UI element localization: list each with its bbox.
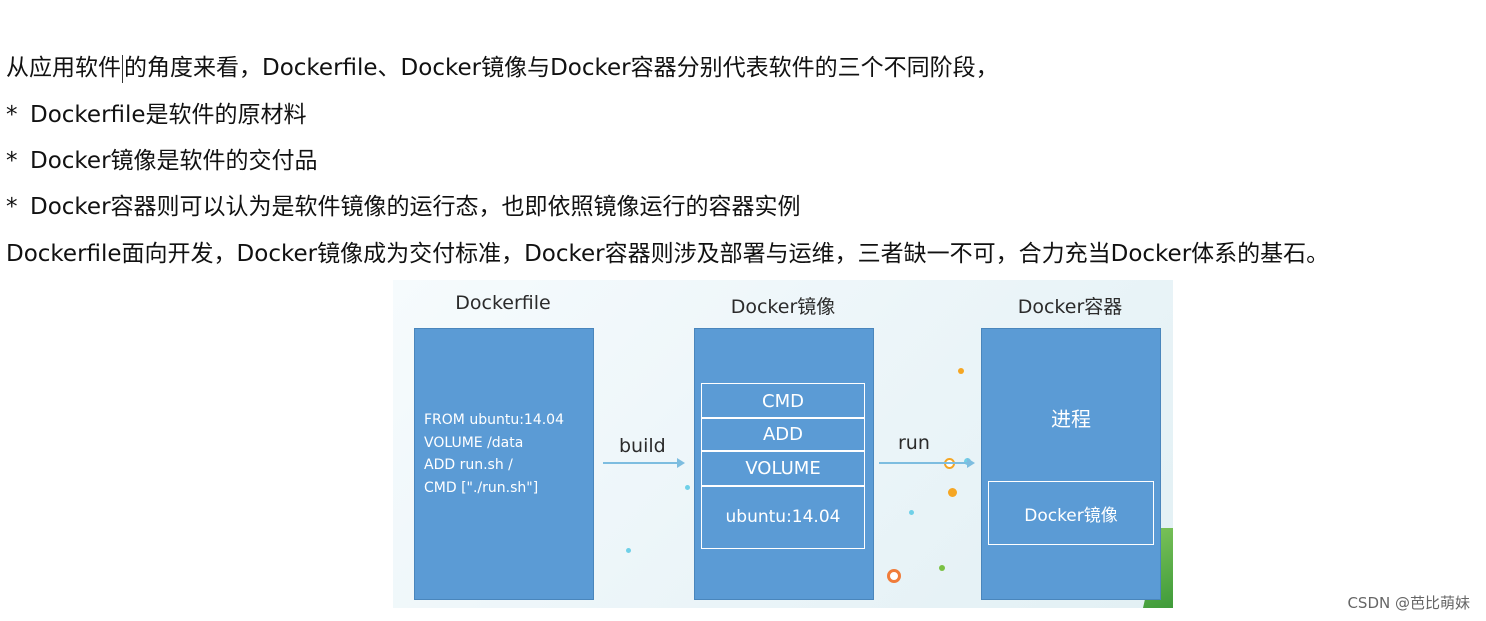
decor-dot [887, 569, 901, 583]
intro-line: 从应用软件的角度来看，Dockerfile、Docker镜像与Docker容器分… [6, 53, 999, 83]
docker-container-panel: 进程 Docker镜像 [981, 328, 1161, 600]
summary-line: Dockerfile面向开发，Docker镜像成为交付标准，Docker容器则涉… [6, 241, 1330, 267]
docker-stages-diagram: Dockerfile Docker镜像 Docker容器 FROM ubuntu… [393, 280, 1173, 608]
run-label: run [898, 432, 930, 454]
decor-dot [939, 565, 945, 571]
build-arrow-icon [603, 458, 685, 468]
process-label: 进程 [1051, 407, 1091, 431]
image-layer-base: ubuntu:14.04 [701, 485, 865, 549]
text-cursor [122, 54, 123, 83]
docker-image-title: Docker镜像 [730, 296, 836, 318]
bullet-item-dockerfile: * Dockerfile是软件的原材料 [6, 100, 307, 130]
decor-dot [909, 510, 914, 515]
dockerfile-panel: FROM ubuntu:14.04 VOLUME /data ADD run.s… [414, 328, 594, 600]
run-arrow-icon [879, 458, 975, 468]
docker-container-title: Docker容器 [1017, 296, 1123, 318]
bullet-text: Docker容器则可以认为是软件镜像的运行态，也即依照镜像运行的容器实例 [30, 194, 801, 220]
decor-dot [958, 368, 964, 374]
image-layer-add: ADD [701, 417, 865, 452]
dockerfile-code: FROM ubuntu:14.04 VOLUME /data ADD run.s… [424, 412, 564, 496]
decor-dot [685, 485, 690, 490]
watermark: CSDN @芭比萌妹 [1347, 594, 1470, 612]
intro-text-part2: 的角度来看，Dockerfile、Docker镜像与Docker容器分别代表软件… [124, 55, 999, 81]
image-layer-cmd: CMD [701, 383, 865, 419]
container-image-box: Docker镜像 [988, 481, 1154, 545]
intro-text-part1: 从应用软件 [6, 55, 121, 81]
docker-image-panel: CMD ADD VOLUME ubuntu:14.04 [694, 328, 874, 600]
decor-dot [948, 488, 957, 497]
bullet-marker: * [6, 148, 18, 174]
bullet-text: Docker镜像是软件的交付品 [30, 148, 318, 174]
bullet-text: Dockerfile是软件的原材料 [30, 102, 307, 128]
build-label: build [619, 435, 666, 457]
bullet-marker: * [6, 102, 18, 128]
dockerfile-title: Dockerfile [455, 292, 551, 314]
bullet-marker: * [6, 194, 18, 220]
image-layer-volume: VOLUME [701, 450, 865, 487]
bullet-item-container: * Docker容器则可以认为是软件镜像的运行态，也即依照镜像运行的容器实例 [6, 192, 801, 222]
bullet-item-image: * Docker镜像是软件的交付品 [6, 146, 318, 176]
decor-dot [626, 548, 631, 553]
